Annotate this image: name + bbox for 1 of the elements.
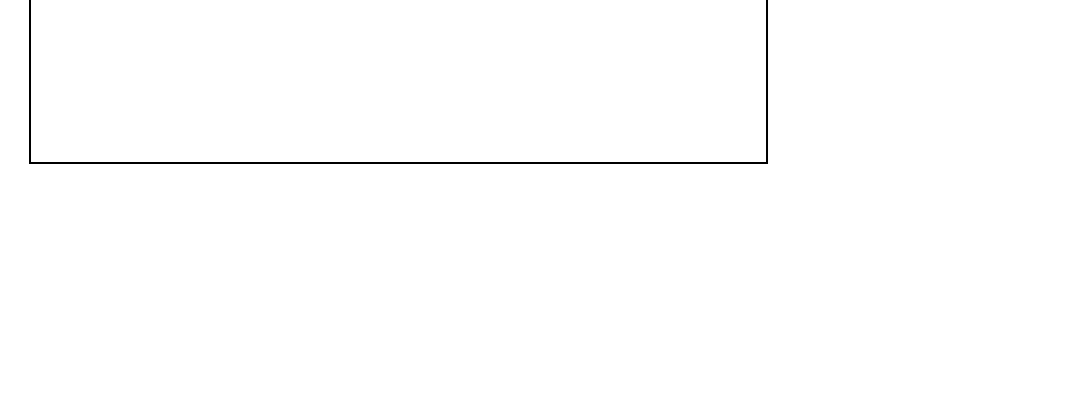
box bbox=[29, 0, 768, 164]
